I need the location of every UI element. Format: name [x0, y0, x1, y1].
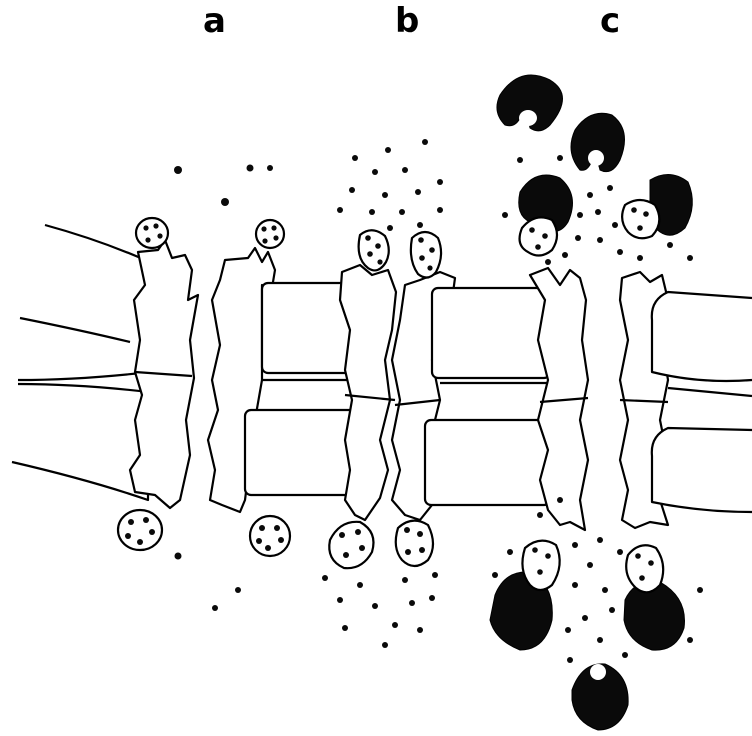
vesicle-b-top-left	[359, 230, 389, 270]
vesicle-a-bottom-right	[250, 516, 290, 556]
vesicle-a-top-right	[256, 220, 284, 248]
mast-granule-1	[497, 75, 563, 131]
cuboid-c-upper	[432, 288, 550, 378]
cell-right-lower	[652, 428, 752, 512]
cell-left-lower	[12, 384, 148, 500]
cuboid-b-lower	[245, 410, 355, 495]
vesicle-c-bottom-right	[626, 545, 663, 592]
panel-a	[12, 165, 290, 594]
vesicle-a-top-left	[136, 218, 168, 248]
vesicle-b-bottom-right	[396, 521, 433, 566]
mast-granule-7	[572, 664, 628, 730]
vesicle-a-bottom-left	[118, 510, 162, 550]
cell-left-upper	[18, 225, 150, 380]
cell-right-upper	[652, 292, 752, 381]
vesicle-c-right	[622, 200, 659, 238]
vesicle-c-bottom-left	[522, 541, 559, 590]
cuboid-b-upper	[262, 283, 352, 373]
vesicle-c-left	[520, 217, 557, 255]
mast-granule-6	[624, 581, 685, 650]
cell-wall-b1	[340, 265, 396, 520]
cuboid-c-lower	[425, 420, 550, 505]
panel-c	[425, 75, 752, 730]
mast-granule-2	[571, 113, 625, 171]
vesicle-b-top-right	[411, 232, 441, 278]
vesicle-b-bottom-left	[329, 522, 373, 568]
